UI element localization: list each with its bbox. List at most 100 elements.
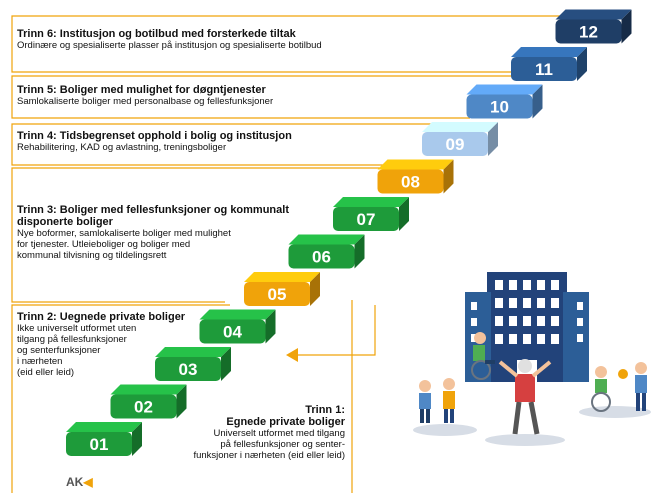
steps-group: 01 02 03 04 05 06 07 08 09 10 11 12 bbox=[66, 9, 632, 456]
step-top-face bbox=[422, 122, 498, 132]
step-number: 03 bbox=[179, 360, 198, 379]
step-side-face bbox=[132, 422, 142, 456]
level-1-label: Trinn 1: Egnede private boliger Universe… bbox=[150, 404, 345, 461]
step-side-face bbox=[621, 9, 632, 44]
step-front-face bbox=[466, 94, 533, 119]
step-06: 06 bbox=[288, 234, 365, 269]
step-front-face bbox=[422, 132, 488, 156]
step-02: 02 bbox=[110, 384, 187, 419]
step-08: 08 bbox=[377, 159, 454, 194]
step-front-face bbox=[155, 357, 221, 381]
step-09: 09 bbox=[422, 122, 498, 156]
step-01: 01 bbox=[66, 422, 142, 456]
step-number: 07 bbox=[357, 210, 376, 229]
step-top-face bbox=[110, 384, 187, 395]
level-3-desc-3: kommunal tilvisning og tildelingsrett bbox=[17, 250, 167, 261]
step-side-face bbox=[443, 159, 454, 194]
step-12: 12 bbox=[555, 9, 632, 44]
level-1-desc-3: funksjoner i nærheten (eid eller leid) bbox=[193, 450, 345, 461]
level-1-desc-1: Universelt utformet med tilgang bbox=[213, 428, 345, 439]
step-number: 09 bbox=[446, 135, 465, 154]
level-2-desc-2: tilgang på fellesfunksjoner bbox=[17, 334, 127, 345]
level-3-desc-1: Nye boformer, samlokaliserte boliger med… bbox=[17, 228, 231, 239]
building-people-illustration bbox=[413, 272, 651, 446]
step-top-face bbox=[155, 347, 231, 357]
wheelchair-ball-icon bbox=[591, 362, 647, 412]
level-4-label: Trinn 4: Tidsbegrenset opphold i bolig o… bbox=[17, 130, 417, 153]
step-front-face bbox=[555, 19, 622, 44]
level-2-desc-3: og senterfunksjoner bbox=[17, 345, 101, 356]
step-side-face bbox=[354, 234, 365, 269]
step-top-face bbox=[288, 234, 365, 245]
level-3-title-2: disponerte boliger bbox=[17, 216, 113, 228]
step-side-face bbox=[488, 122, 498, 156]
step-05: 05 bbox=[244, 272, 320, 306]
step-side-face bbox=[577, 47, 587, 81]
step-04: 04 bbox=[199, 309, 276, 344]
step-11: 11 bbox=[511, 47, 587, 81]
step-top-face bbox=[333, 197, 409, 207]
level-1-title-1: Trinn 1: bbox=[305, 404, 345, 416]
level-2-desc-5: (eid eller leid) bbox=[17, 367, 75, 378]
level-4-title: Trinn 4: Tidsbegrenset opphold i bolig o… bbox=[17, 130, 292, 142]
step-side-face bbox=[221, 347, 231, 381]
step-03: 03 bbox=[155, 347, 231, 381]
level-2-title: Trinn 2: Uegnede private boliger bbox=[17, 311, 186, 323]
step-front-face bbox=[66, 432, 132, 456]
level-5-desc: Samlokaliserte boliger med personalbase … bbox=[17, 96, 274, 107]
level-3-desc-2: for tjenester. Utleieboliger og boliger … bbox=[17, 239, 191, 250]
step-top-face bbox=[377, 159, 454, 170]
logo: AK◀ bbox=[66, 475, 93, 489]
level-2-desc-4: i nærheten bbox=[17, 356, 63, 367]
step-10: 10 bbox=[466, 84, 543, 119]
step-top-face bbox=[511, 47, 587, 57]
step-top-face bbox=[66, 422, 142, 432]
level-6-desc: Ordinære og spesialiserte plasser på ins… bbox=[17, 40, 322, 51]
level-3-label: Trinn 3: Boliger med fellesfunksjoner og… bbox=[17, 204, 347, 261]
step-top-face bbox=[555, 9, 632, 20]
logo-text: AK bbox=[66, 475, 84, 489]
step-number: 02 bbox=[134, 398, 153, 417]
step-number: 01 bbox=[90, 435, 109, 454]
step-side-face bbox=[532, 84, 543, 119]
step-front-face bbox=[288, 244, 355, 269]
step-side-face bbox=[176, 384, 187, 419]
level-2-desc-1: Ikke universelt utformet uten bbox=[17, 323, 137, 334]
step-number: 10 bbox=[490, 98, 509, 117]
step-front-face bbox=[199, 319, 266, 344]
level-6-title: Trinn 6: Institusjon og botilbud med for… bbox=[17, 28, 296, 40]
step-number: 05 bbox=[268, 285, 287, 304]
step-front-face bbox=[244, 282, 310, 306]
wheelchair-user-icon bbox=[471, 332, 495, 380]
level-2-label: Trinn 2: Uegnede private boliger Ikke un… bbox=[17, 311, 217, 378]
step-side-face bbox=[399, 197, 409, 231]
step-top-face bbox=[199, 309, 276, 320]
step-number: 04 bbox=[223, 323, 242, 342]
step-number: 06 bbox=[312, 248, 331, 267]
step-number: 08 bbox=[401, 173, 420, 192]
level-3-title-1: Trinn 3: Boliger med fellesfunksjoner og… bbox=[17, 204, 289, 216]
step-front-face bbox=[377, 169, 444, 194]
level-1-title-2: Egnede private boliger bbox=[226, 416, 345, 428]
step-top-face bbox=[244, 272, 320, 282]
elderly-person-icon bbox=[498, 359, 552, 435]
step-07: 07 bbox=[333, 197, 409, 231]
arrow-head bbox=[286, 348, 298, 362]
level-4-desc: Rehabilitering, KAD og avlastning, treni… bbox=[17, 142, 227, 153]
level-5-label: Trinn 5: Boliger med mulighet for døgntj… bbox=[17, 84, 467, 107]
step-front-face bbox=[511, 57, 577, 81]
level-6-label: Trinn 6: Institusjon og botilbud med for… bbox=[17, 28, 537, 51]
level-1-desc-2: på fellesfunksjoner og senter- bbox=[220, 439, 345, 450]
step-top-face bbox=[466, 84, 543, 95]
step-side-face bbox=[310, 272, 320, 306]
frame-lines bbox=[11, 15, 590, 493]
step-number: 11 bbox=[535, 60, 553, 79]
children-icon bbox=[419, 378, 455, 423]
step-number: 12 bbox=[579, 23, 598, 42]
step-front-face bbox=[333, 207, 399, 231]
step-side-face bbox=[265, 309, 276, 344]
step-front-face bbox=[110, 394, 177, 419]
level-5-title: Trinn 5: Boliger med mulighet for døgntj… bbox=[17, 84, 266, 96]
